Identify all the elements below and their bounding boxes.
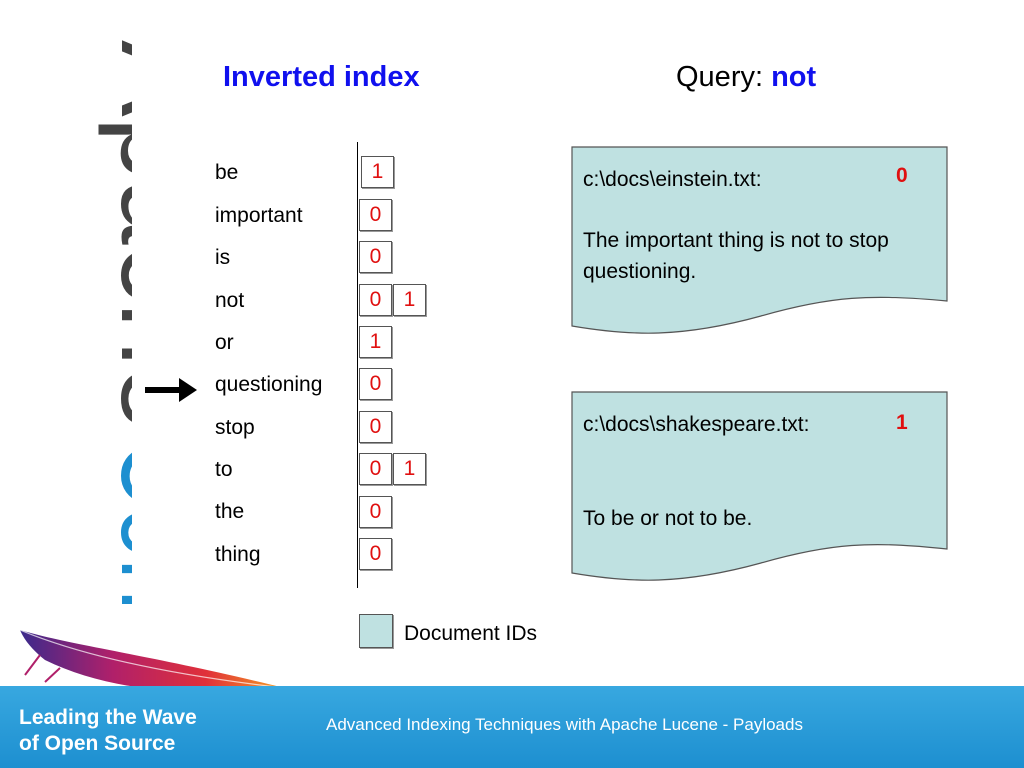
document-einstein: c:\docs\einstein.txt: 0 The important th…: [571, 146, 948, 340]
index-title: Inverted index: [223, 61, 420, 93]
term-to: to: [215, 458, 233, 481]
posting-or-0: 1: [359, 326, 392, 358]
posting-important-0: 0: [359, 199, 392, 231]
document-id: 0: [896, 164, 908, 187]
term-axis-line: [357, 142, 358, 588]
posting-be-0: 1: [361, 156, 394, 188]
footer-tagline-line1: Leading the Wave: [19, 706, 197, 729]
query: Query: not: [676, 61, 816, 94]
posting-not-1: 1: [393, 284, 426, 316]
logo-con: Con: [98, 440, 132, 610]
term-stop: stop: [215, 416, 255, 439]
posting-questioning-0: 0: [359, 368, 392, 400]
legend-label: Document IDs: [404, 622, 538, 645]
posting-not-0: 0: [359, 284, 392, 316]
document-text: To be or not to be.: [583, 507, 753, 530]
term-the: the: [215, 500, 245, 523]
term-be: be: [215, 161, 239, 184]
query-label: Query:: [676, 61, 764, 93]
apache-feather-icon: [19, 629, 286, 693]
footer-tagline-line2: of Open Source: [19, 732, 176, 755]
right-arrow-icon: [145, 378, 197, 402]
posting-the-0: 0: [359, 496, 392, 528]
term-thing: thing: [215, 543, 261, 566]
query-value: not: [771, 61, 817, 93]
footer-subtitle: Advanced Indexing Techniques with Apache…: [326, 715, 803, 734]
term-or: or: [215, 331, 234, 354]
term-questioning: questioning: [215, 373, 323, 396]
document-path: c:\docs\einstein.txt:: [583, 168, 762, 191]
document-shakespeare: c:\docs\shakespeare.txt: 1 To be or not …: [571, 391, 948, 587]
document-id: 1: [896, 411, 908, 434]
posting-is-0: 0: [359, 241, 392, 273]
document-path: c:\docs\shakespeare.txt:: [583, 413, 810, 436]
footer-bar: Leading the Wave of Open Source Advanced…: [0, 686, 1024, 768]
document-text: The important thing is not to stop quest…: [583, 229, 889, 283]
posting-stop-0: 0: [359, 411, 392, 443]
legend-swatch: [359, 614, 393, 648]
footer-tagline: Leading the Wave of Open Source: [19, 705, 197, 757]
posting-to-0: 0: [359, 453, 392, 485]
posting-thing-0: 0: [359, 538, 392, 570]
term-not: not: [215, 289, 245, 312]
apachecon-logo: Apache Con: [98, 40, 132, 610]
term-important: important: [215, 204, 303, 227]
logo-apache: Apache: [98, 40, 132, 430]
posting-to-1: 1: [393, 453, 426, 485]
term-is: is: [215, 246, 231, 269]
